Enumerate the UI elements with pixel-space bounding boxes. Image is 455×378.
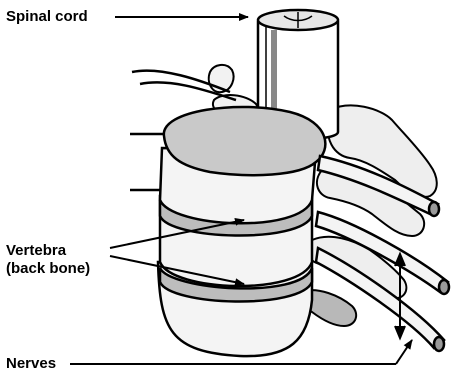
vertebral-body-stack bbox=[158, 107, 325, 356]
nerves-leader-up bbox=[396, 340, 412, 364]
vertebra-label: Vertebra (back bone) bbox=[6, 242, 90, 278]
vertebra-label-line1: Vertebra bbox=[6, 242, 90, 260]
vertebra-label-line2: (back bone) bbox=[6, 260, 90, 278]
spinal-cord-label: Spinal cord bbox=[6, 8, 88, 26]
nerves-label: Nerves bbox=[6, 355, 56, 373]
